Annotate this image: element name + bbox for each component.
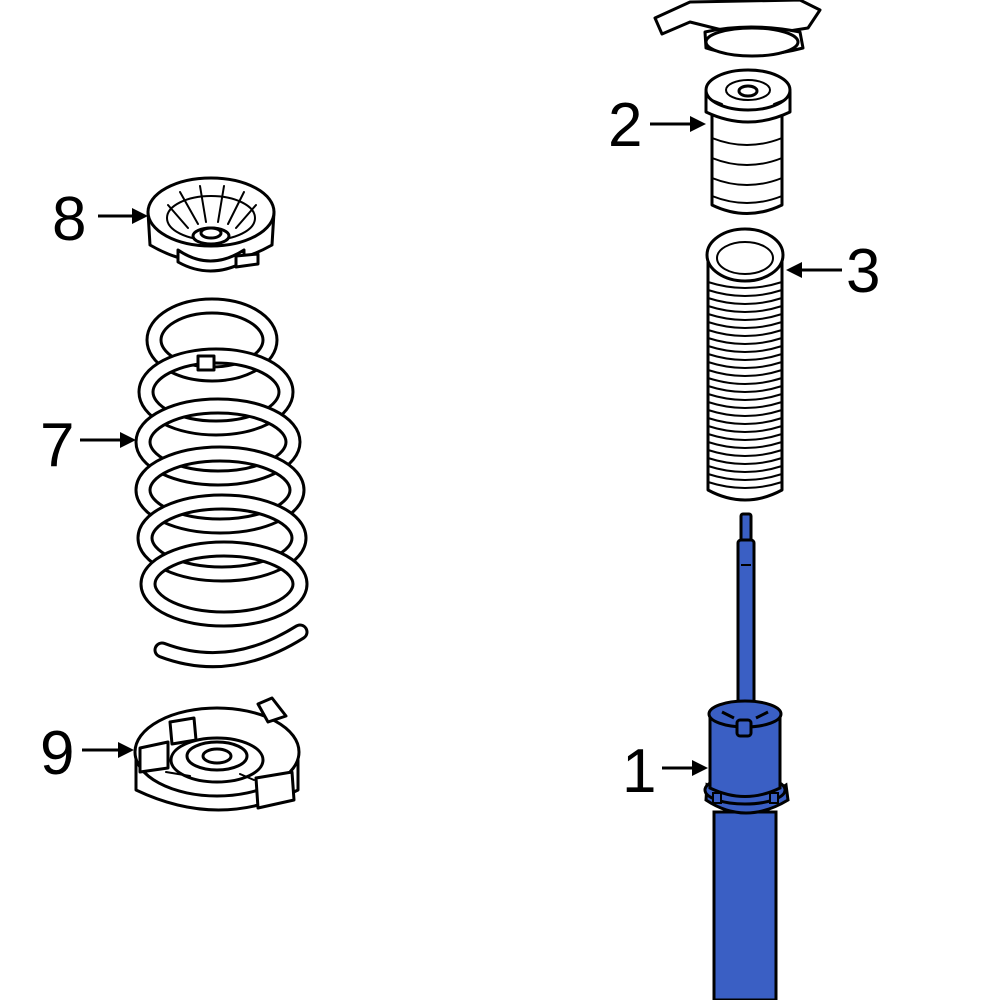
bellows-rib — [707, 457, 783, 465]
bellows-rib — [707, 353, 783, 361]
bellows-rib — [707, 321, 783, 329]
bellows-rib — [707, 289, 783, 297]
bellows-rib — [707, 329, 783, 337]
bellows-rib — [707, 345, 783, 353]
callout-label-3: 3 — [846, 237, 880, 306]
bellows-rib — [707, 385, 783, 393]
lower-spring-seat[interactable] — [133, 696, 301, 812]
bellows-rib — [707, 401, 783, 409]
shock-rod — [736, 538, 756, 722]
bellows-rib — [707, 361, 783, 369]
bellows-rib — [707, 441, 783, 449]
bellows-rib — [707, 305, 783, 313]
bellows-rib — [707, 313, 783, 321]
callout-label-8: 8 — [52, 185, 86, 254]
shock-absorber[interactable] — [703, 512, 790, 1000]
bellows-rib — [707, 297, 783, 305]
bellows-rib — [707, 481, 783, 489]
bellows-rib — [707, 417, 783, 425]
dust-boot[interactable] — [705, 227, 785, 502]
bellows-rib — [707, 393, 783, 401]
bellows-rib — [707, 449, 783, 457]
bellows-rib — [707, 281, 783, 289]
bellows-rib — [707, 433, 783, 441]
upper-spring-seat[interactable] — [146, 176, 276, 273]
bellows-rib — [707, 473, 783, 481]
strut-mount — [653, 0, 822, 58]
callout-label-9: 9 — [40, 719, 74, 788]
callout-arrow-2 — [650, 116, 706, 132]
bellows-rib — [707, 465, 783, 473]
callout-label-2: 2 — [608, 91, 642, 160]
callout-arrow-7 — [80, 432, 136, 448]
bellows-rib — [707, 337, 783, 345]
callout-label-1: 1 — [622, 737, 656, 806]
bellows-rib — [707, 409, 783, 417]
bump-stop[interactable] — [704, 68, 792, 215]
callout-arrow-8 — [98, 208, 148, 224]
bellows-rib — [707, 425, 783, 433]
callout-arrow-9 — [82, 742, 134, 758]
bellows-rib — [707, 377, 783, 385]
callout-arrow-1 — [662, 760, 708, 776]
coil-spring[interactable] — [134, 297, 309, 669]
callout-label-7: 7 — [40, 411, 74, 480]
callout-arrow-3 — [786, 262, 842, 278]
bellows-rib — [707, 369, 783, 377]
